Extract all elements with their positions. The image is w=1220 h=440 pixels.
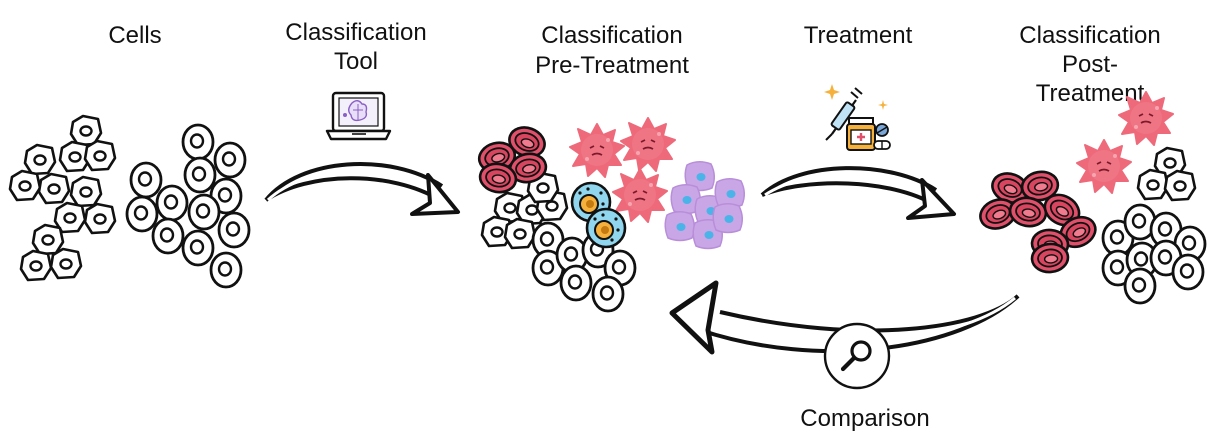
laptop-icon <box>325 91 392 141</box>
pre-treatment-cluster <box>474 117 746 313</box>
post-treatment-label-line1: Classification <box>1019 22 1161 49</box>
post-treatment-label-line3: Treatment <box>1035 80 1145 107</box>
pre-treatment-label-line2: Pre-Treatment <box>535 52 689 79</box>
classification-tool-label-line1: Classification <box>285 19 427 46</box>
pre-treatment-label-line1: Classification <box>541 22 683 49</box>
magnifier-icon <box>823 322 891 390</box>
treatment-label: Treatment <box>803 22 913 49</box>
classification-tool-label-line2: Tool <box>333 48 379 75</box>
post-treatment-cluster <box>974 91 1207 305</box>
round-cell-cluster <box>125 123 251 289</box>
arrow-to-pre-treatment <box>264 162 460 216</box>
medicine-icon <box>824 84 891 151</box>
arrow-to-post-treatment <box>760 166 956 220</box>
post-treatment-label-line2: Post- <box>1061 51 1118 78</box>
comparison-label: Comparison <box>800 405 930 432</box>
epithelial-cell-cluster <box>8 114 117 282</box>
cells-label: Cells <box>108 22 162 49</box>
